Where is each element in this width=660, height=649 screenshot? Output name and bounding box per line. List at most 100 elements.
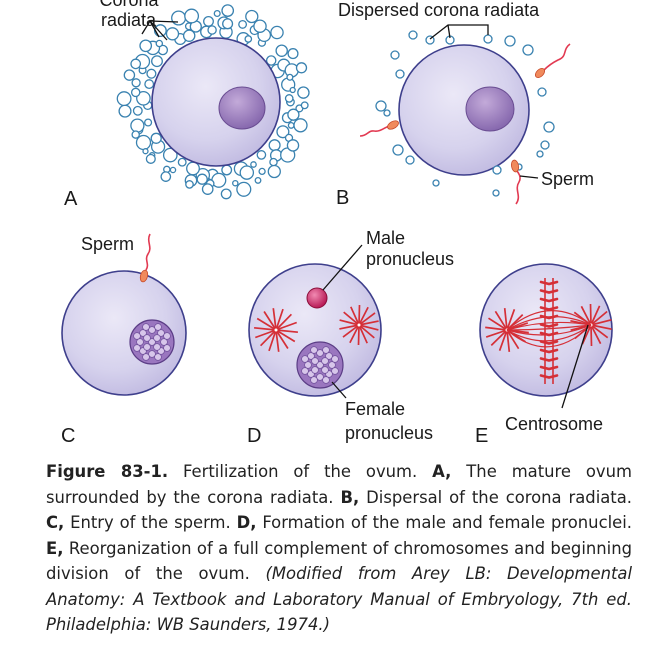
corona-cell bbox=[268, 139, 281, 152]
centrosome-asters bbox=[254, 304, 379, 352]
caption-key-b: B, bbox=[340, 487, 360, 507]
mitotic-spindle bbox=[485, 303, 612, 352]
corona-cell bbox=[245, 9, 259, 24]
corona-cell bbox=[238, 19, 248, 29]
corona-cell bbox=[256, 150, 267, 160]
corona-radiata-label-line1: Corona bbox=[99, 0, 159, 10]
corona-cell bbox=[244, 35, 253, 43]
ovum-cell bbox=[479, 263, 613, 397]
female-pronucleus-leader bbox=[331, 381, 347, 399]
corona-cell bbox=[483, 34, 493, 44]
corona-cell bbox=[184, 8, 200, 24]
sperm bbox=[359, 120, 399, 137]
corona-cell bbox=[392, 144, 404, 156]
corona-cell bbox=[118, 104, 132, 118]
corona-cell bbox=[432, 179, 440, 187]
ovum-cell bbox=[248, 263, 382, 397]
female-pronucleus bbox=[296, 341, 344, 389]
corona-cell bbox=[293, 118, 308, 133]
panel-label-a: A bbox=[64, 188, 78, 210]
corona-cell bbox=[383, 109, 391, 117]
corona-cell bbox=[537, 87, 547, 97]
centrosome-leader bbox=[561, 324, 589, 409]
fertilization-figure: Corona radiata A Dispersed corona radiat… bbox=[61, 0, 613, 447]
corona-cell bbox=[504, 35, 516, 47]
caption-key-c: C, bbox=[46, 513, 65, 532]
corona-cell bbox=[201, 183, 214, 195]
corona-cell bbox=[287, 121, 295, 129]
corona-cell bbox=[267, 164, 281, 179]
corona-cell bbox=[144, 79, 155, 90]
dispersed-corona-label: Dispersed corona radiata bbox=[338, 0, 540, 20]
corona-cell bbox=[492, 189, 500, 197]
corona-cell bbox=[300, 101, 309, 110]
corona-cell bbox=[286, 73, 294, 81]
corona-cell bbox=[250, 161, 257, 168]
corona-cell bbox=[253, 19, 267, 33]
caption-key-e: E, bbox=[46, 538, 64, 558]
male-pronucleus-leader bbox=[322, 244, 363, 291]
panel-e-division: Centrosome E bbox=[475, 263, 613, 447]
corona-cell bbox=[203, 15, 214, 27]
corona-cell bbox=[165, 27, 180, 41]
corona-cell bbox=[139, 39, 153, 53]
corona-cell bbox=[142, 148, 149, 155]
corona-cell bbox=[130, 87, 141, 98]
corona-cell bbox=[408, 30, 418, 40]
corona-cell bbox=[131, 78, 141, 88]
corona-cell bbox=[270, 25, 284, 40]
corona-cell bbox=[276, 125, 290, 139]
corona-cell bbox=[130, 118, 145, 133]
corona-cell bbox=[162, 147, 178, 163]
panel-b-dispersed-corona: Dispersed corona radiata Sperm B bbox=[336, 0, 594, 209]
corona-cell bbox=[232, 179, 239, 187]
corona-cell bbox=[395, 69, 405, 79]
panel-a-mature-ovum: Corona radiata A bbox=[64, 0, 310, 210]
corona-cell bbox=[131, 130, 140, 139]
corona-cell bbox=[254, 176, 262, 184]
corona-radiata-label-line2: radiata bbox=[101, 10, 157, 30]
corona-cell bbox=[153, 24, 167, 38]
sperm bbox=[510, 159, 521, 205]
corona-radiata-leader-lines bbox=[141, 20, 179, 41]
corona-cell bbox=[275, 44, 288, 57]
corona-cell bbox=[146, 68, 157, 79]
caption-key-d: D, bbox=[236, 513, 257, 532]
corona-cell bbox=[160, 171, 172, 182]
sperm-label: Sperm bbox=[541, 169, 594, 189]
corona-radiata-cells bbox=[116, 4, 310, 200]
sperm-label: Sperm bbox=[81, 234, 134, 254]
corona-cell bbox=[375, 100, 387, 112]
corona-cell bbox=[287, 48, 299, 60]
caption-text-d: Formation of the male and female pronucl… bbox=[262, 513, 632, 532]
male-pronucleus-label-line1: Male bbox=[366, 228, 405, 248]
corona-cell bbox=[132, 105, 143, 116]
corona-cell bbox=[543, 121, 555, 133]
corona-cell bbox=[169, 166, 177, 174]
ovum-cell bbox=[398, 44, 530, 176]
corona-cell bbox=[144, 118, 153, 127]
corona-cell bbox=[145, 153, 156, 164]
caption-source: (Modified from Arey LB: Developmental An… bbox=[46, 564, 632, 634]
corona-cell bbox=[123, 69, 136, 81]
corona-cell bbox=[297, 86, 310, 99]
corona-cell bbox=[186, 161, 200, 176]
corona-cell bbox=[150, 132, 162, 144]
corona-cell bbox=[287, 108, 300, 121]
corona-cell bbox=[177, 157, 187, 167]
corona-cell bbox=[155, 39, 164, 48]
ovum-nucleus bbox=[218, 86, 266, 130]
figure-number: Figure 83-1. bbox=[46, 462, 169, 481]
caption-text-e: Reorganization of a full complement of c… bbox=[46, 538, 632, 584]
panel-c-sperm-entry: Sperm C bbox=[61, 233, 187, 447]
corona-cell bbox=[130, 58, 142, 70]
corona-cell bbox=[286, 139, 300, 152]
corona-cell bbox=[536, 150, 544, 158]
panel-label-c: C bbox=[61, 425, 75, 447]
caption-intro: Fertilization of the ovum. bbox=[183, 462, 418, 481]
corona-cell bbox=[236, 181, 252, 197]
corona-cell bbox=[171, 10, 187, 26]
panel-label-d: D bbox=[247, 425, 261, 447]
corona-cell bbox=[213, 9, 221, 18]
corona-cell bbox=[116, 91, 132, 107]
